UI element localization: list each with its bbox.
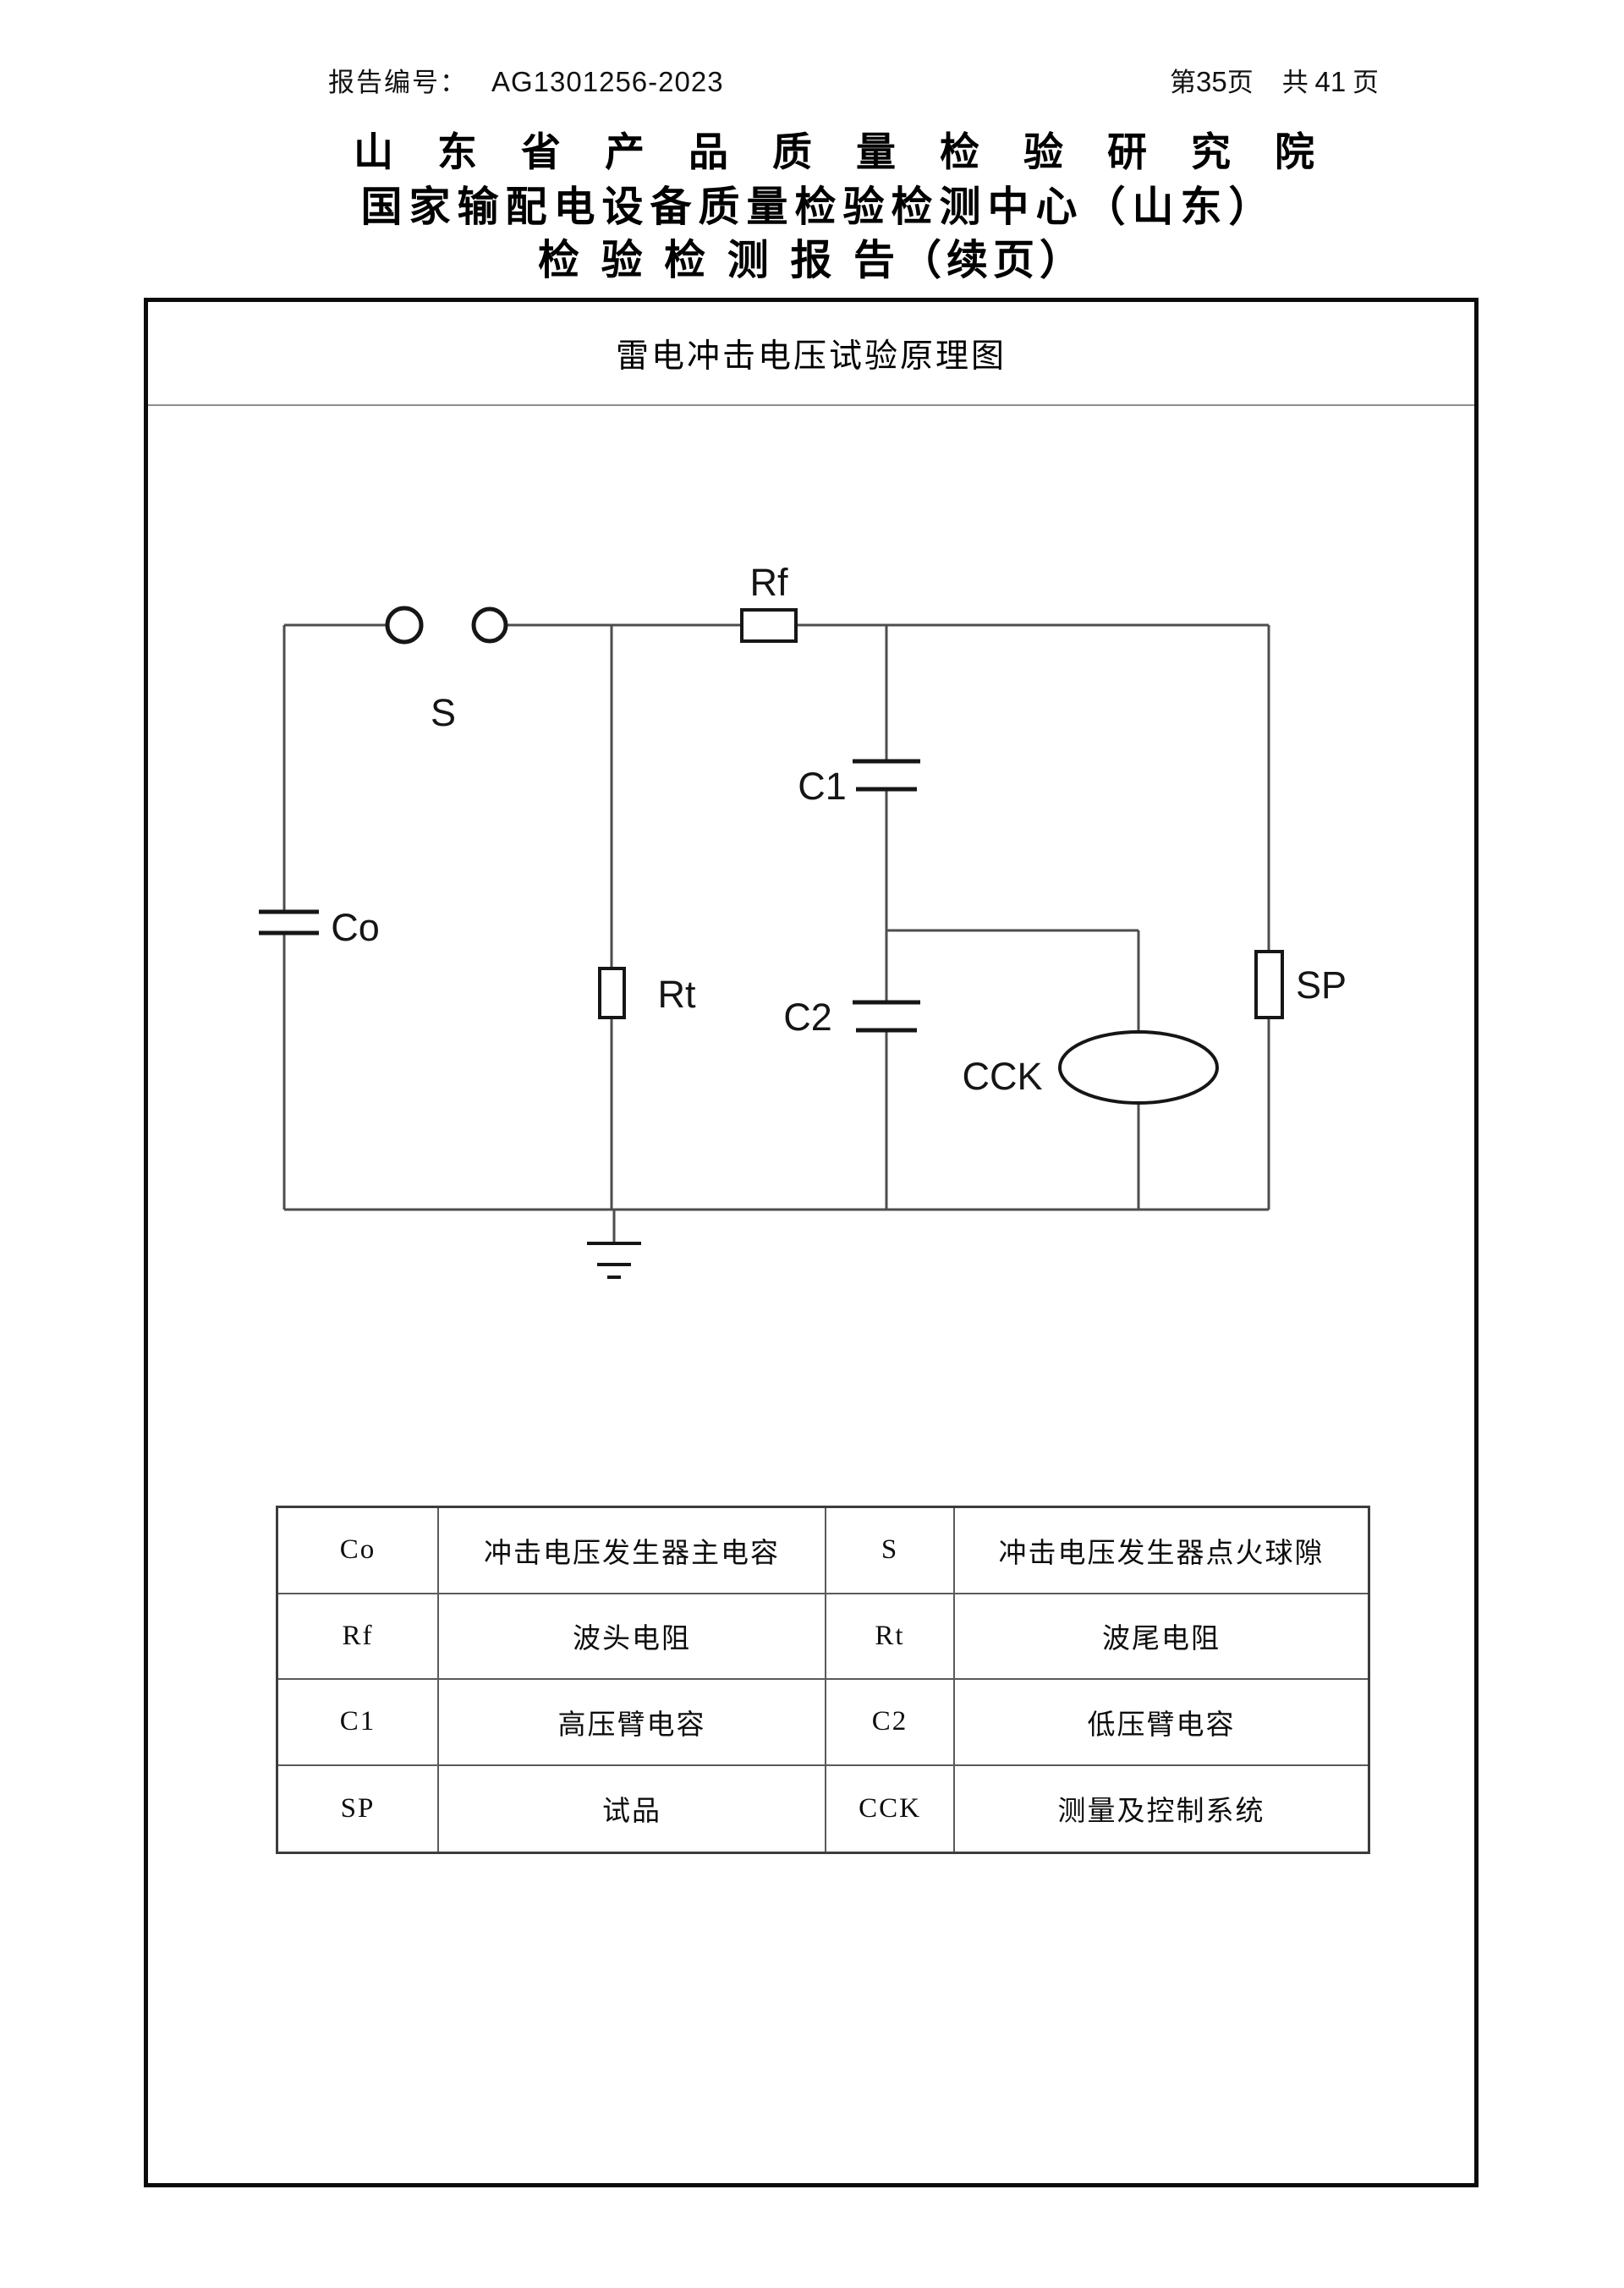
legend-symbol: C1 xyxy=(278,1680,439,1766)
figure-caption: 雷电冲击电压试验原理图 xyxy=(148,302,1474,406)
legend-symbol: C2 xyxy=(826,1680,955,1766)
legend-description: 波头电阻 xyxy=(439,1594,826,1680)
report-body-frame: 雷电冲击电压试验原理图 xyxy=(144,298,1479,2187)
report-number-value: AG1301256-2023 xyxy=(491,66,724,97)
label-sp: SP xyxy=(1296,963,1347,1007)
capacitor-co-icon xyxy=(259,909,319,936)
report-number: 报告编号： AG1301256-2023 xyxy=(328,61,724,99)
page-prefix: 第 xyxy=(1170,68,1196,97)
legend-description: 测量及控制系统 xyxy=(1057,1797,1265,1828)
wire-cck-branch xyxy=(886,929,1140,1210)
legend-description: 冲击电压发生器点火球隙 xyxy=(955,1508,1368,1594)
spark-gap-sphere-icon xyxy=(385,606,424,645)
legend-symbol: CCK xyxy=(826,1765,955,1852)
legend-symbol: Rf xyxy=(278,1594,439,1680)
label-rf: Rf xyxy=(750,561,788,604)
report-number-label: 报告编号： xyxy=(328,68,468,97)
circuit-labels: Rf S Co Rt C1 C2 CCK SP xyxy=(331,561,1347,1098)
report-title-suffix: （续页） xyxy=(900,238,1087,283)
label-c2: C2 xyxy=(783,996,832,1039)
test-object-sp-icon xyxy=(1254,950,1284,1019)
resistor-rf-icon xyxy=(740,608,798,643)
legend-description: 冲击电压发生器主电容 xyxy=(439,1508,826,1594)
measuring-system-cck-icon xyxy=(1058,1030,1219,1105)
circuit-components xyxy=(259,606,1284,1279)
legend-description: 低压臂电容 xyxy=(955,1680,1368,1766)
legend-symbol: Rt xyxy=(826,1594,955,1680)
ground-icon xyxy=(587,1242,641,1279)
resistor-rt-icon xyxy=(598,967,626,1019)
label-s: S xyxy=(431,691,456,734)
institute-title-line1: 山东省产品质量检验研究院 xyxy=(354,129,1358,174)
legend-description: 高压臂电容 xyxy=(439,1680,826,1766)
legend-symbol: Co xyxy=(278,1508,439,1594)
report-title-line: 检 验 检 测 报 告（续页） xyxy=(144,227,1480,287)
legend-symbol: S xyxy=(826,1508,955,1594)
institute-title-line2: 国家输配电设备质量检验检测中心（山东） xyxy=(360,184,1277,230)
spark-gap-sphere-icon xyxy=(471,606,508,644)
legend-table: Co 冲击电压发生器主电容 S 冲击电压发生器点火球隙 Rf 波头电阻 Rt 波… xyxy=(276,1506,1370,1854)
legend-description: 试品 xyxy=(439,1765,826,1852)
circuit-wires xyxy=(283,623,1270,1242)
label-cck: CCK xyxy=(962,1055,1042,1098)
label-co: Co xyxy=(331,906,380,949)
label-rt: Rt xyxy=(658,973,696,1016)
page-unit: 页 xyxy=(1226,68,1254,97)
page-unit: 页 xyxy=(1352,68,1379,97)
report-title-main: 检 验 检 测 报 告 xyxy=(537,238,901,283)
capacitor-c2-icon xyxy=(853,1000,920,1033)
page-current: 35 xyxy=(1196,66,1227,97)
page-indicator: 第35页共 41 页 xyxy=(1170,61,1379,99)
page-total-label: 共 xyxy=(1281,68,1309,97)
page-total: 41 xyxy=(1314,66,1347,97)
capacitor-c1-icon xyxy=(853,759,920,792)
legend-symbol: SP xyxy=(278,1765,439,1852)
legend-description: 波尾电阻 xyxy=(955,1594,1368,1680)
label-c1: C1 xyxy=(798,765,847,808)
